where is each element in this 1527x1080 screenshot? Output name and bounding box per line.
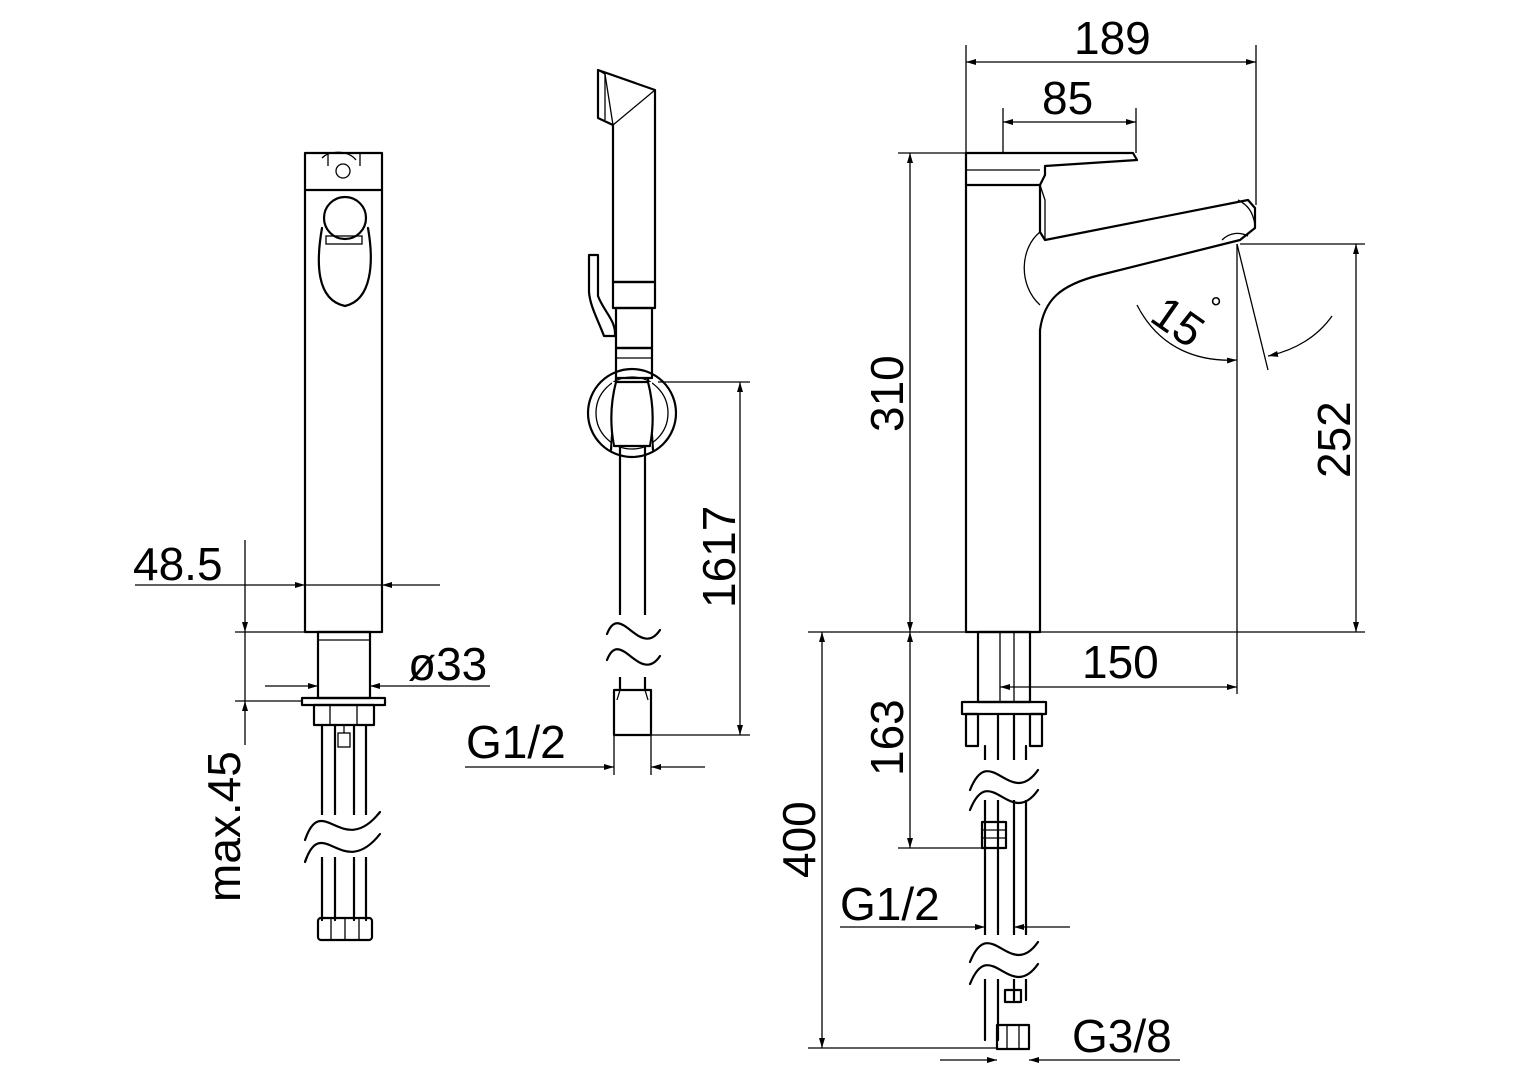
label-g12-right: G1/2 (840, 878, 940, 930)
label-310: 310 (861, 355, 913, 432)
holder-ring (586, 367, 678, 459)
left-view-dimensions (135, 540, 490, 745)
side-lever (964, 151, 1139, 187)
lever-knob (322, 195, 368, 241)
hand-shower-view (586, 68, 678, 737)
label-15-degrees: 15 (1142, 286, 1214, 358)
label-g38: G3/8 (1072, 1010, 1172, 1062)
label-max-45: max.45 (198, 751, 250, 902)
label-diameter-33: ø33 (408, 638, 487, 690)
label-189: 189 (1074, 12, 1151, 64)
middle-view-dimensions (465, 381, 750, 775)
label-85: 85 (1042, 72, 1093, 124)
front-body (303, 151, 384, 634)
dimension-labels: 48.5 ø33 max.45 G1/2 1617 189 85 310 15 … (133, 12, 1360, 1062)
shower-head (596, 68, 657, 284)
spout (1038, 198, 1257, 634)
label-48-5: 48.5 (133, 538, 223, 590)
label-150: 150 (1082, 636, 1159, 688)
label-g12-left: G1/2 (466, 716, 566, 768)
label-252: 252 (1308, 401, 1360, 478)
label-1617: 1617 (693, 506, 745, 608)
side-view (960, 151, 1269, 1051)
front-view (300, 151, 387, 942)
label-400: 400 (773, 801, 825, 878)
label-degree-unit: ° (1210, 292, 1222, 325)
right-view-dimensions (808, 45, 1365, 1063)
label-163: 163 (861, 699, 913, 776)
